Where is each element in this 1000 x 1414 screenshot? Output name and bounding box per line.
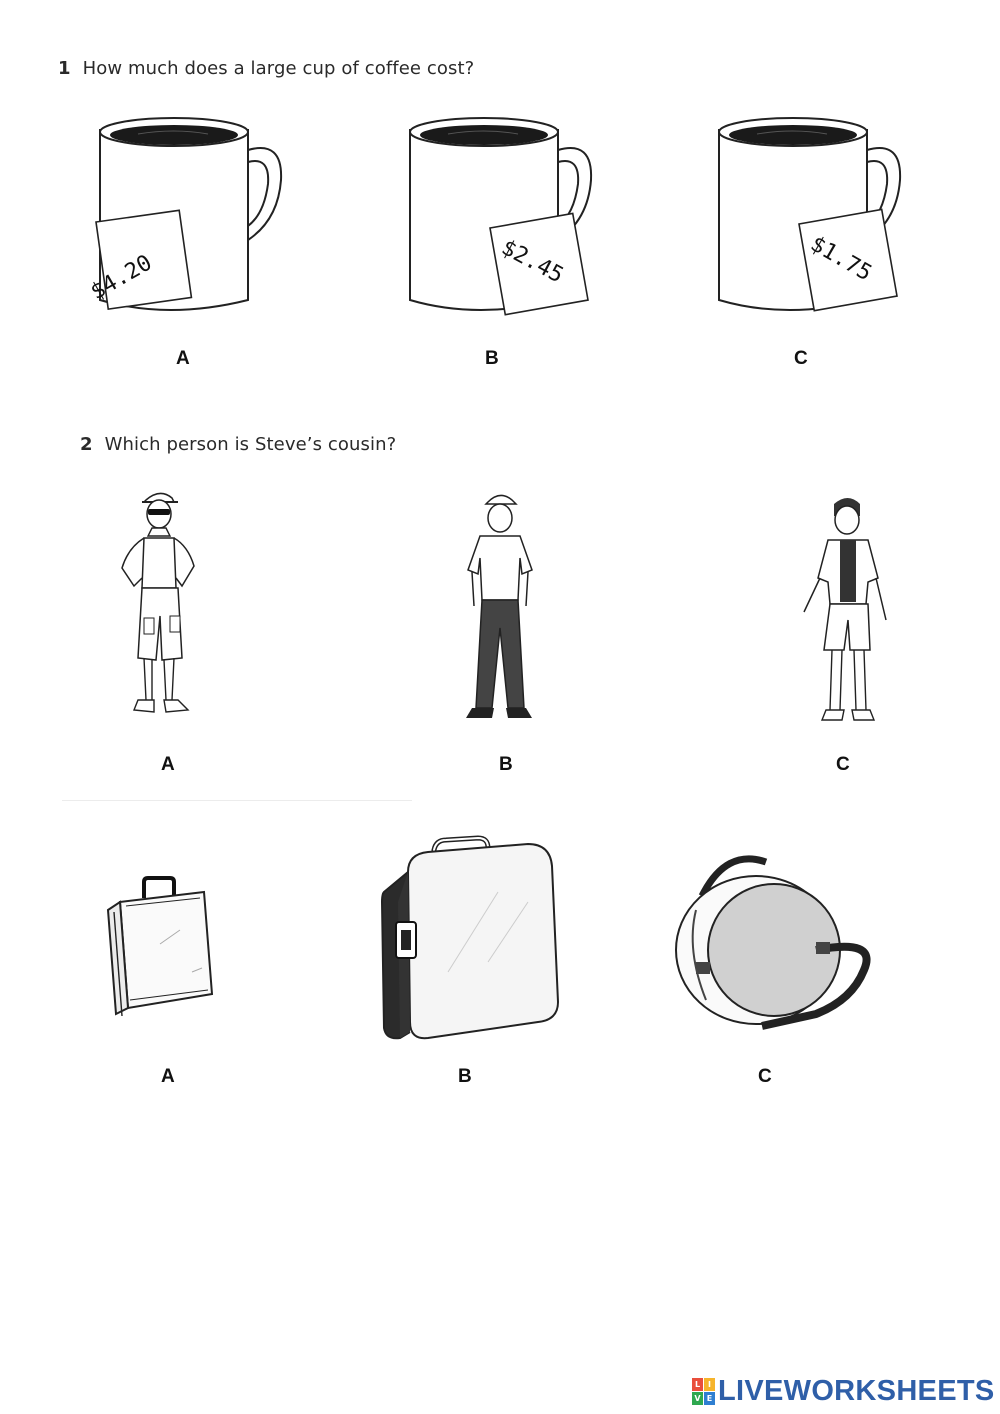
logo-badge-icon: L I V E — [692, 1378, 715, 1405]
person-a-image[interactable] — [108, 488, 218, 723]
option-a-label[interactable]: A — [161, 1066, 175, 1087]
large-suitcase-b-image[interactable] — [378, 832, 568, 1052]
option-b-label[interactable]: B — [485, 348, 499, 369]
coffee-mug-b-image[interactable]: $2.45 — [388, 110, 608, 330]
logo-badge-letter: L — [692, 1378, 703, 1391]
brand-name: LIVEWORKSHEETS — [718, 1374, 995, 1407]
question-1: 1 How much does a large cup of coffee cos… — [58, 58, 474, 79]
question-text: How much does a large cup of coffee cost… — [82, 58, 475, 79]
coffee-mug-a-image[interactable]: $4.20 — [78, 110, 298, 330]
coffee-mug-c-image[interactable]: $1.75 — [697, 110, 917, 330]
option-a-label[interactable]: A — [161, 754, 175, 775]
round-bag-c-image[interactable] — [666, 850, 880, 1030]
option-c-label[interactable]: C — [794, 348, 808, 369]
person-b-image[interactable] — [452, 488, 552, 728]
liveworksheets-logo: L I V E LIVEWORKSHEETS — [692, 1374, 995, 1408]
option-c-label[interactable]: C — [758, 1066, 772, 1087]
option-a-label[interactable]: A — [176, 348, 190, 369]
question-number: 1 — [58, 58, 71, 79]
logo-badge-letter: V — [692, 1392, 703, 1405]
logo-badge-letter: I — [704, 1378, 715, 1391]
option-c-label[interactable]: C — [836, 754, 850, 775]
logo-badge-letter: E — [704, 1392, 715, 1405]
question-2: 2 Which person is Steve’s cousin? — [80, 434, 396, 455]
question-number: 2 — [80, 434, 93, 455]
small-suitcase-a-image[interactable] — [100, 874, 230, 1024]
option-b-label[interactable]: B — [499, 754, 513, 775]
person-c-image[interactable] — [794, 494, 904, 734]
question-text: Which person is Steve’s cousin? — [104, 434, 397, 455]
option-b-label[interactable]: B — [458, 1066, 472, 1087]
divider — [62, 800, 412, 801]
